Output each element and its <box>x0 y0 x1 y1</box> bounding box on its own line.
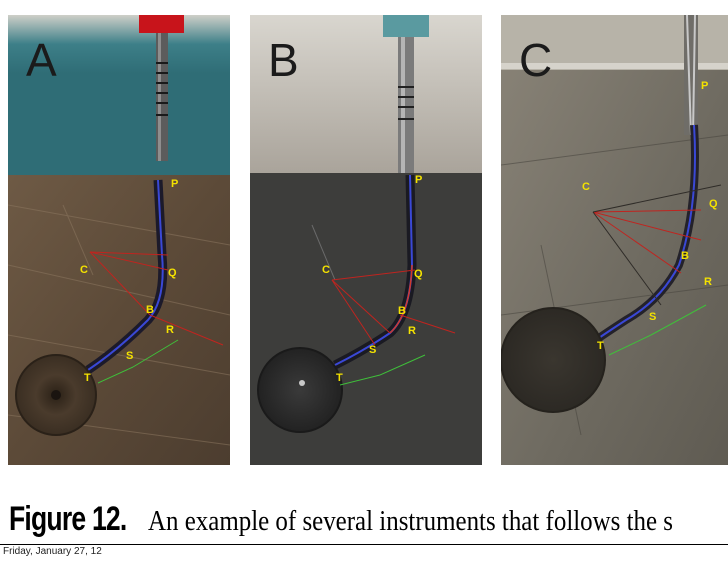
panel-c-image: P Q C B R S T <box>501 15 728 465</box>
panel-b-label-t: T <box>336 372 343 384</box>
panel-b-photo: P Q C B R S T B <box>250 15 482 465</box>
panel-b-label-q: Q <box>414 268 423 280</box>
panel-b-letter: B <box>268 34 299 86</box>
panel-a-label-p: P <box>171 178 178 190</box>
panel-a-label-q: Q <box>168 267 177 279</box>
panel-c-label-c: C <box>582 181 590 193</box>
footer-date: Friday, January 27, 12 <box>3 546 102 557</box>
caption-text: An example of several instruments that f… <box>148 505 674 537</box>
panel-a-letter: A <box>26 34 57 86</box>
panel-a-label-b: B <box>146 304 154 316</box>
panel-b-image: P Q C B R S T <box>250 15 482 465</box>
panel-c-letter: C <box>519 34 553 86</box>
panel-c-label-q: Q <box>709 198 718 210</box>
panel-b-label-r: R <box>408 325 416 337</box>
panel-b-label-s: S <box>369 344 376 356</box>
panel-c-label-b: B <box>681 250 689 262</box>
panel-c-photo: P Q C B R S T C <box>501 15 728 465</box>
footer-divider <box>0 544 728 545</box>
panel-c-label-p: P <box>701 80 708 92</box>
panel-a-label-s: S <box>126 350 133 362</box>
panel-c-label-r: R <box>704 276 712 288</box>
panel-a-photo: P Q C B R S T A <box>8 15 230 465</box>
figure-label: Figure 12. <box>9 500 127 538</box>
panel-b-label-b: B <box>398 305 406 317</box>
panel-b-label-p: P <box>415 174 422 186</box>
figure-caption: Figure 12. An example of several instrum… <box>0 500 728 544</box>
panel-c-label-s: S <box>649 311 656 323</box>
panel-a-label-t: T <box>84 372 91 384</box>
panel-a-label-r: R <box>166 324 174 336</box>
panel-c-label-t: T <box>597 340 604 352</box>
panel-b-label-c: C <box>322 264 330 276</box>
panel-a-label-c: C <box>80 264 88 276</box>
panel-a-image: P Q C B R S T <box>8 15 230 465</box>
